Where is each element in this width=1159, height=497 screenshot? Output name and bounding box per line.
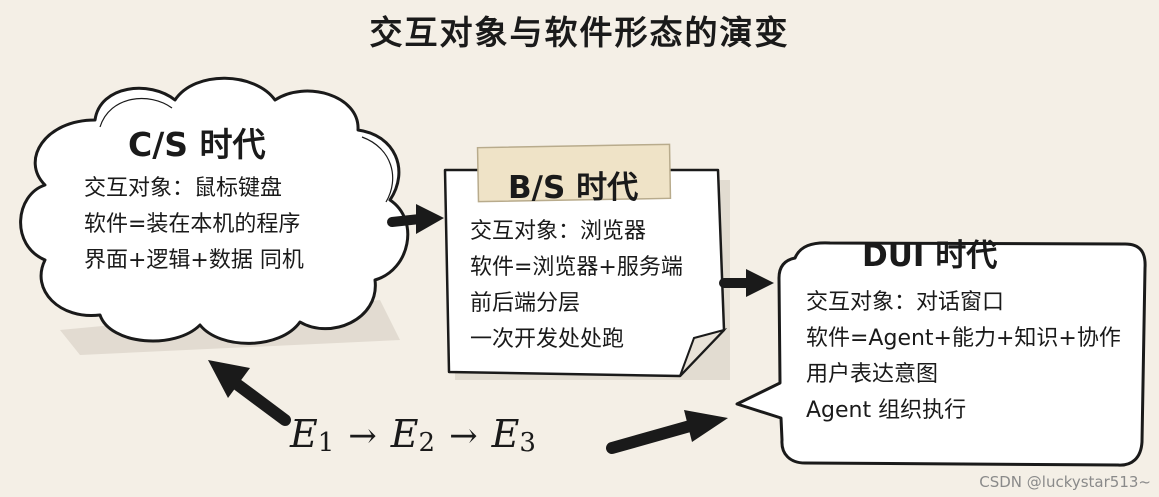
- arrow-icon: →: [449, 416, 478, 456]
- bs-line: 一次开发处处跑: [470, 327, 625, 352]
- diagram-title: 交互对象与软件形态的演变: [369, 13, 790, 52]
- e2-subscript: 2: [418, 428, 436, 458]
- bs-note-fold: [679, 328, 728, 377]
- e2-label: E: [390, 412, 419, 456]
- bs-line: 交互对象：浏览器: [470, 219, 647, 244]
- watermark: CSDN @luckystar513~: [979, 473, 1151, 491]
- bs-era-lines: 交互对象：浏览器 软件=浏览器+服务端 前后端分层 一次开发处处跑: [470, 214, 683, 358]
- cs-cloud-shape: [19, 76, 410, 345]
- cs-line: 软件=装在本机的程序: [84, 212, 301, 237]
- arrow-e1-to-cs: [208, 360, 291, 426]
- dui-bubble-shape: [735, 241, 1147, 467]
- dui-line: Agent 组织执行: [806, 398, 967, 423]
- bs-tape: [476, 143, 672, 203]
- dui-line: 用户表达意图: [806, 362, 939, 387]
- e1-label: E: [290, 412, 318, 456]
- arrow-bs-to-dui: [719, 269, 774, 297]
- bs-line: 前后端分层: [470, 291, 581, 316]
- bs-line: 软件=浏览器+服务端: [470, 255, 683, 280]
- e3-label: E: [491, 412, 520, 456]
- arrow-e3-to-dui: [606, 410, 728, 454]
- cs-line: 交互对象：鼠标键盘: [84, 176, 283, 201]
- dui-era-title: DUI 时代: [862, 238, 998, 274]
- cs-era-lines: 交互对象：鼠标键盘 软件=装在本机的程序 界面+逻辑+数据 同机: [84, 171, 304, 279]
- cs-line: 界面+逻辑+数据 同机: [84, 248, 304, 273]
- bs-era-title: B/S 时代: [508, 170, 639, 206]
- cs-era-title: C/S 时代: [128, 125, 266, 164]
- dui-line: 软件=Agent+能力+知识+协作: [806, 326, 1121, 351]
- e1-subscript: 1: [317, 428, 335, 458]
- evolution-sequence: E1→E2→E3: [290, 412, 536, 458]
- arrow-icon: →: [348, 416, 377, 456]
- dui-line: 交互对象：对话窗口: [806, 290, 1005, 315]
- e3-subscript: 3: [519, 428, 536, 458]
- arrow-cs-to-bs: [387, 204, 444, 234]
- dui-era-lines: 交互对象：对话窗口 软件=Agent+能力+知识+协作 用户表达意图 Agent…: [806, 285, 1121, 429]
